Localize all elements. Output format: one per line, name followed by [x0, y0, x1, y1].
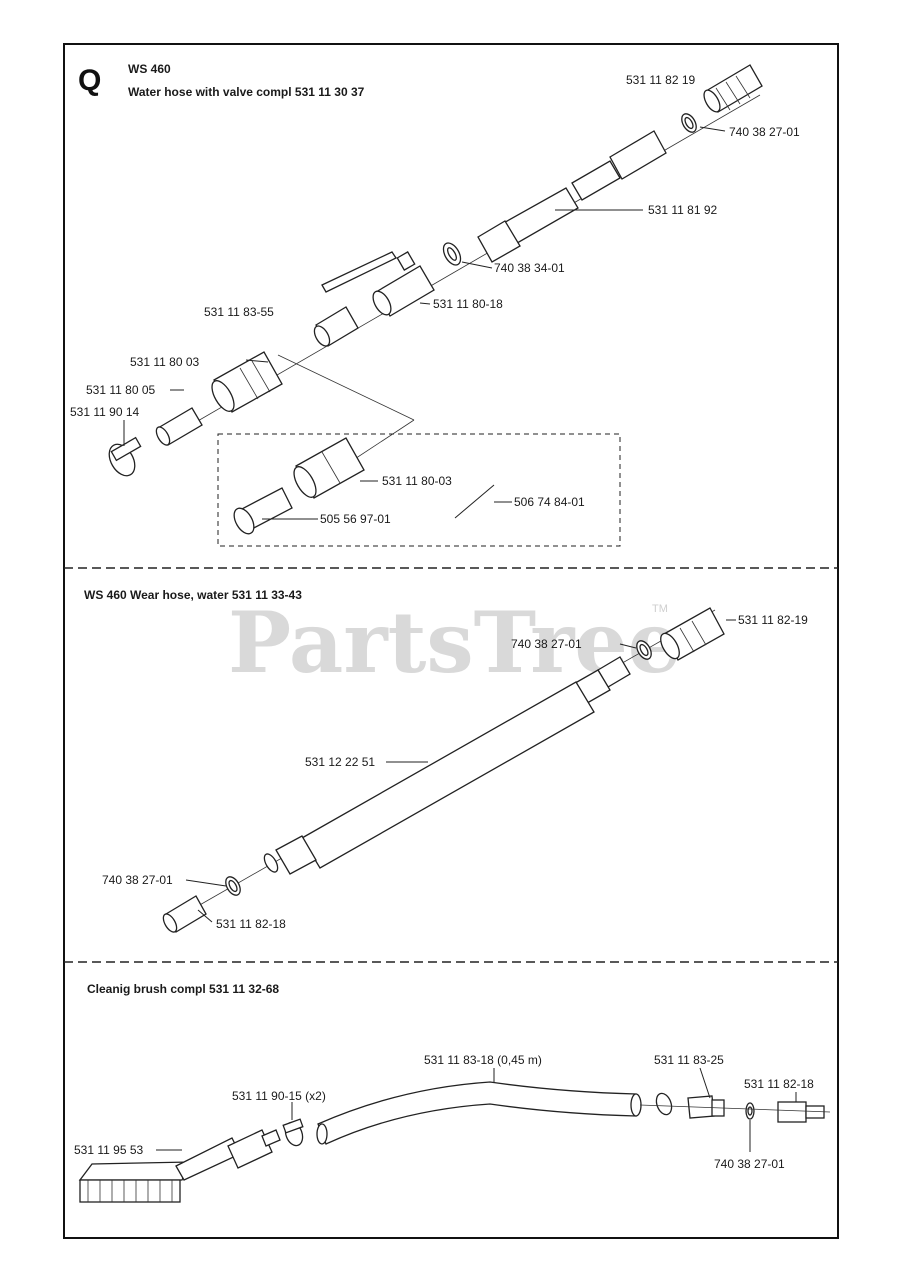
wear-label-hose: 531 12 22 51	[305, 755, 375, 769]
brush-label-coupling: 531 11 83-25	[654, 1053, 724, 1067]
brush-label-brush: 531 11 95 53	[74, 1143, 144, 1157]
adapter-part	[155, 407, 203, 446]
section-q-model: WS 460	[128, 62, 171, 76]
label-alt-adapter: 505 56 97-01	[320, 512, 391, 526]
brush-label-seal: 740 38 27-01	[714, 1157, 785, 1171]
clamp-part	[108, 436, 142, 477]
section-brush-title: Cleanig brush compl 531 11 32-68	[87, 982, 279, 996]
wear-label-seal-top: 740 38 27-01	[511, 637, 582, 651]
brush-handle-part	[227, 1129, 281, 1169]
label-clamp: 531 11 90 14	[70, 405, 140, 419]
valve-part	[321, 251, 435, 317]
watermark-trademark: TM	[652, 603, 668, 615]
section-brush: Cleanig brush compl 531 11 32-68	[74, 982, 831, 1203]
brush-part	[78, 1137, 241, 1203]
section-wear-title: WS 460 Wear hose, water 531 11 33-43	[84, 588, 302, 602]
label-seal-top: 740 38 27-01	[729, 125, 800, 139]
nipple-part	[313, 306, 359, 347]
section-wear-hose: WS 460 Wear hose, water 531 11 33-43	[84, 588, 808, 933]
brush-hose-part	[316, 1081, 642, 1145]
label-alt-kit: 506 74 84-01	[514, 495, 585, 509]
label-coupling-top: 531 11 82 19	[626, 73, 696, 87]
label-alt-coupling: 531 11 80-03	[382, 474, 452, 488]
coupling-top-part	[703, 64, 763, 113]
wear-label-seal-bottom: 740 38 27-01	[102, 873, 173, 887]
label-coupling: 531 11 80 03	[130, 355, 200, 369]
section-q-title: Water hose with valve compl 531 11 30 37	[128, 85, 365, 99]
section-q: Q WS 460 Water hose with valve compl 531…	[70, 62, 800, 547]
brush-clamp-part	[282, 1118, 304, 1147]
hose-part	[477, 130, 667, 263]
alt-adapter-part	[233, 487, 293, 535]
wear-nipple-part	[162, 895, 207, 933]
wear-coupling-part	[660, 607, 725, 661]
label-hose: 531 11 81 92	[648, 203, 718, 217]
brush-seal-part	[745, 1102, 755, 1120]
alternative-parts-box	[217, 433, 621, 547]
label-valve: 531 11 80-18	[433, 297, 503, 311]
label-seal-mid: 740 38 34-01	[494, 261, 565, 275]
seal-top-part	[681, 113, 697, 133]
brush-label-nipple: 531 11 82-18	[744, 1077, 814, 1091]
wear-seal-bottom-part	[225, 876, 241, 896]
label-nipple: 531 11 83-55	[204, 305, 274, 319]
brush-nipple-part	[777, 1101, 825, 1123]
alt-coupling-part	[293, 437, 365, 499]
coupling-part	[211, 351, 283, 413]
diagram-frame	[63, 43, 839, 1239]
brush-label-hose: 531 11 83-18 (0,45 m)	[424, 1053, 542, 1067]
brush-coupling-part	[655, 1092, 725, 1119]
section-letter: Q	[78, 64, 101, 97]
label-adapter: 531 11 80 05	[86, 383, 156, 397]
brush-label-clamp: 531 11 90-15 (x2)	[232, 1089, 326, 1103]
wear-label-nipple: 531 11 82-18	[216, 917, 286, 931]
wear-label-coupling: 531 11 82-19	[738, 613, 808, 627]
wear-seal-top-part	[636, 640, 652, 660]
wear-hose-part	[263, 656, 631, 875]
seal-mid-part	[442, 242, 462, 266]
